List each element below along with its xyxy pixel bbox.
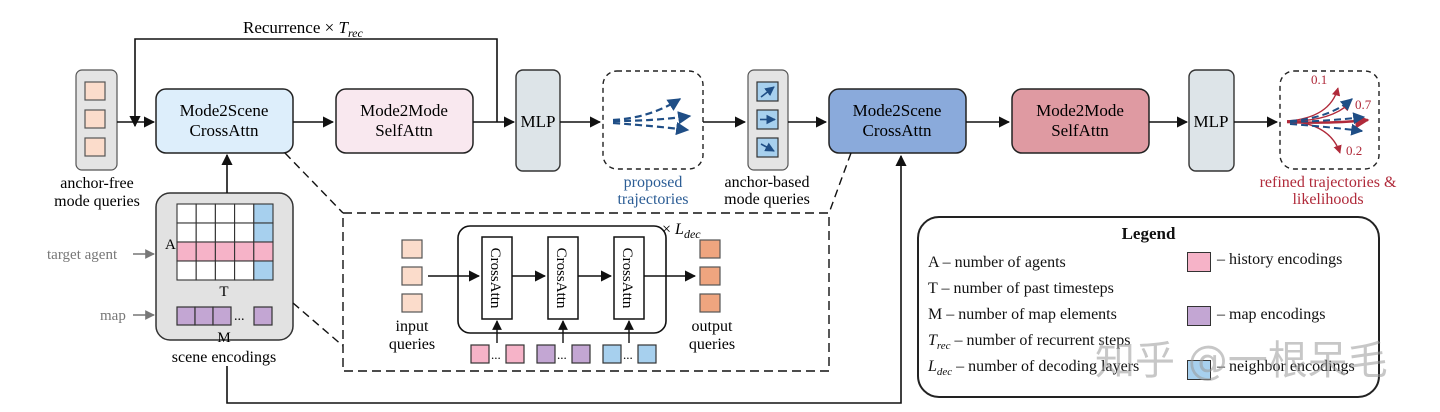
encoding-cell bbox=[234, 241, 255, 262]
encoding-cell bbox=[214, 241, 236, 262]
encoding-cell bbox=[234, 203, 255, 224]
encoding-cell bbox=[195, 222, 216, 243]
svg-text:proposed: proposed bbox=[624, 174, 683, 191]
svg-text:trajectories: trajectories bbox=[617, 191, 688, 208]
legend-timesteps: T – number of past timesteps bbox=[928, 280, 1114, 297]
svg-text:CrossAttn: CrossAttn bbox=[190, 121, 259, 140]
query-cell bbox=[84, 81, 106, 101]
svg-text:refined trajectories &: refined trajectories & bbox=[1260, 174, 1397, 191]
target-agent-label: target agent bbox=[47, 247, 118, 263]
axis-t-label: T bbox=[219, 284, 228, 300]
anchor-free-label-1: anchor-free bbox=[60, 175, 133, 192]
legend-agents: A – number of agents bbox=[928, 254, 1066, 271]
query-cell bbox=[84, 109, 106, 129]
scene-encodings: A T ... M scene encodings bbox=[155, 192, 294, 366]
mode2mode-block-2: Mode2Mode SelfAttn bbox=[1011, 88, 1150, 154]
encoding-cell bbox=[214, 260, 236, 281]
svg-text:CrossAttn: CrossAttn bbox=[487, 248, 503, 309]
encoding-cell bbox=[214, 222, 236, 243]
svg-text:Mode2Scene: Mode2Scene bbox=[180, 101, 269, 120]
mode2scene-block-2: Mode2Scene CrossAttn bbox=[828, 88, 967, 154]
svg-text:anchor-based: anchor-based bbox=[725, 174, 810, 191]
legend-history: – history encodings bbox=[1217, 251, 1343, 268]
svg-text:Mode2Scene: Mode2Scene bbox=[853, 101, 942, 120]
query-cell bbox=[84, 137, 106, 157]
encoding-cell bbox=[195, 260, 216, 281]
recurrence-loop: Recurrence × Trec bbox=[129, 18, 498, 128]
svg-text:input: input bbox=[396, 318, 429, 335]
anchor-based-queries: anchor-based mode queries bbox=[724, 69, 810, 208]
encoding-cell bbox=[253, 203, 274, 224]
prob-mid: 0.7 bbox=[1355, 97, 1372, 112]
zoom-line bbox=[292, 302, 344, 347]
cross-attn-layer bbox=[481, 236, 513, 320]
svg-text:CrossAttn: CrossAttn bbox=[619, 248, 635, 309]
encoding-cell bbox=[176, 260, 197, 281]
legend-map-enc: – map encodings bbox=[1217, 306, 1326, 323]
decoder-detail: × Ldec input queries CrossAttn CrossAttn… bbox=[342, 212, 830, 372]
svg-text:Mode2Mode: Mode2Mode bbox=[1036, 101, 1124, 120]
encoding-cell bbox=[253, 260, 274, 281]
mlp-block-2: MLP bbox=[1188, 69, 1235, 172]
l-dec-label: × Ldec bbox=[662, 221, 701, 241]
history-swatch bbox=[1187, 252, 1211, 272]
refined-trajectories: 0.1 0.7 0.2 refined trajectories & likel… bbox=[1260, 70, 1397, 208]
agent-time-grid bbox=[176, 203, 274, 281]
legend-ldec: Ldec – number of decoding layers bbox=[928, 358, 1140, 379]
recurrence-label: Recurrence × Trec bbox=[243, 18, 364, 40]
svg-text:queries: queries bbox=[689, 336, 735, 353]
watermark: 知乎 @一根呆毛 bbox=[1095, 338, 1388, 384]
svg-text:SelfAttn: SelfAttn bbox=[1051, 121, 1109, 140]
cross-attn-layer bbox=[613, 236, 645, 320]
svg-text:MLP: MLP bbox=[521, 112, 556, 131]
legend-map-elements: M – number of map elements bbox=[928, 306, 1117, 323]
svg-text:SelfAttn: SelfAttn bbox=[375, 121, 433, 140]
svg-text:likelihoods: likelihoods bbox=[1292, 191, 1363, 208]
axis-a-label: A bbox=[165, 237, 176, 253]
svg-text:Mode2Mode: Mode2Mode bbox=[360, 101, 448, 120]
svg-text:...: ... bbox=[491, 347, 501, 362]
zoom-line bbox=[828, 152, 852, 214]
encoding-cell bbox=[214, 203, 236, 224]
proposed-trajectories: proposed trajectories bbox=[602, 70, 704, 208]
svg-text:queries: queries bbox=[389, 336, 435, 353]
prob-top: 0.1 bbox=[1311, 72, 1327, 87]
encoding-cell bbox=[234, 260, 255, 281]
svg-text:...: ... bbox=[234, 309, 245, 324]
svg-text:...: ... bbox=[557, 347, 567, 362]
anchor-free-label-2: mode queries bbox=[54, 193, 140, 210]
mode2mode-block-1: Mode2Mode SelfAttn bbox=[335, 88, 474, 154]
prob-bot: 0.2 bbox=[1346, 143, 1362, 158]
svg-text:MLP: MLP bbox=[1194, 112, 1229, 131]
mode2scene-block-1: Mode2Scene CrossAttn bbox=[155, 88, 294, 154]
encoding-cell bbox=[176, 222, 197, 243]
anchor-free-queries: anchor-free mode queries bbox=[54, 69, 140, 210]
mlp-block-1: MLP bbox=[515, 69, 561, 172]
legend-title: Legend bbox=[1121, 224, 1176, 243]
scene-caption: scene encodings bbox=[172, 349, 276, 366]
svg-text:output: output bbox=[692, 318, 733, 335]
arrow-scene-to-m2s2 bbox=[226, 154, 907, 404]
cross-attn-layer bbox=[547, 236, 579, 320]
axis-m-label: M bbox=[217, 330, 230, 346]
encoding-cell bbox=[195, 203, 216, 224]
svg-text:mode queries: mode queries bbox=[724, 191, 810, 208]
encoding-cell bbox=[253, 241, 274, 262]
map-swatch bbox=[1187, 306, 1211, 326]
svg-text:CrossAttn: CrossAttn bbox=[553, 248, 569, 309]
svg-text:...: ... bbox=[623, 347, 633, 362]
encoding-cell bbox=[176, 203, 197, 224]
svg-text:CrossAttn: CrossAttn bbox=[863, 121, 932, 140]
legend-box: Legend A – number of agents T – number o… bbox=[917, 216, 1380, 398]
zoom-line bbox=[284, 152, 344, 214]
encoding-cell bbox=[195, 241, 216, 262]
map-label: map bbox=[100, 308, 126, 324]
encoding-cell bbox=[253, 222, 274, 243]
encoding-cell bbox=[234, 222, 255, 243]
neighbor-swatch bbox=[1187, 360, 1211, 380]
legend-trec: Trec – number of recurrent steps bbox=[928, 332, 1131, 353]
encoding-cell bbox=[176, 241, 197, 262]
legend-neighbor: – neighbor encodings bbox=[1217, 358, 1355, 375]
